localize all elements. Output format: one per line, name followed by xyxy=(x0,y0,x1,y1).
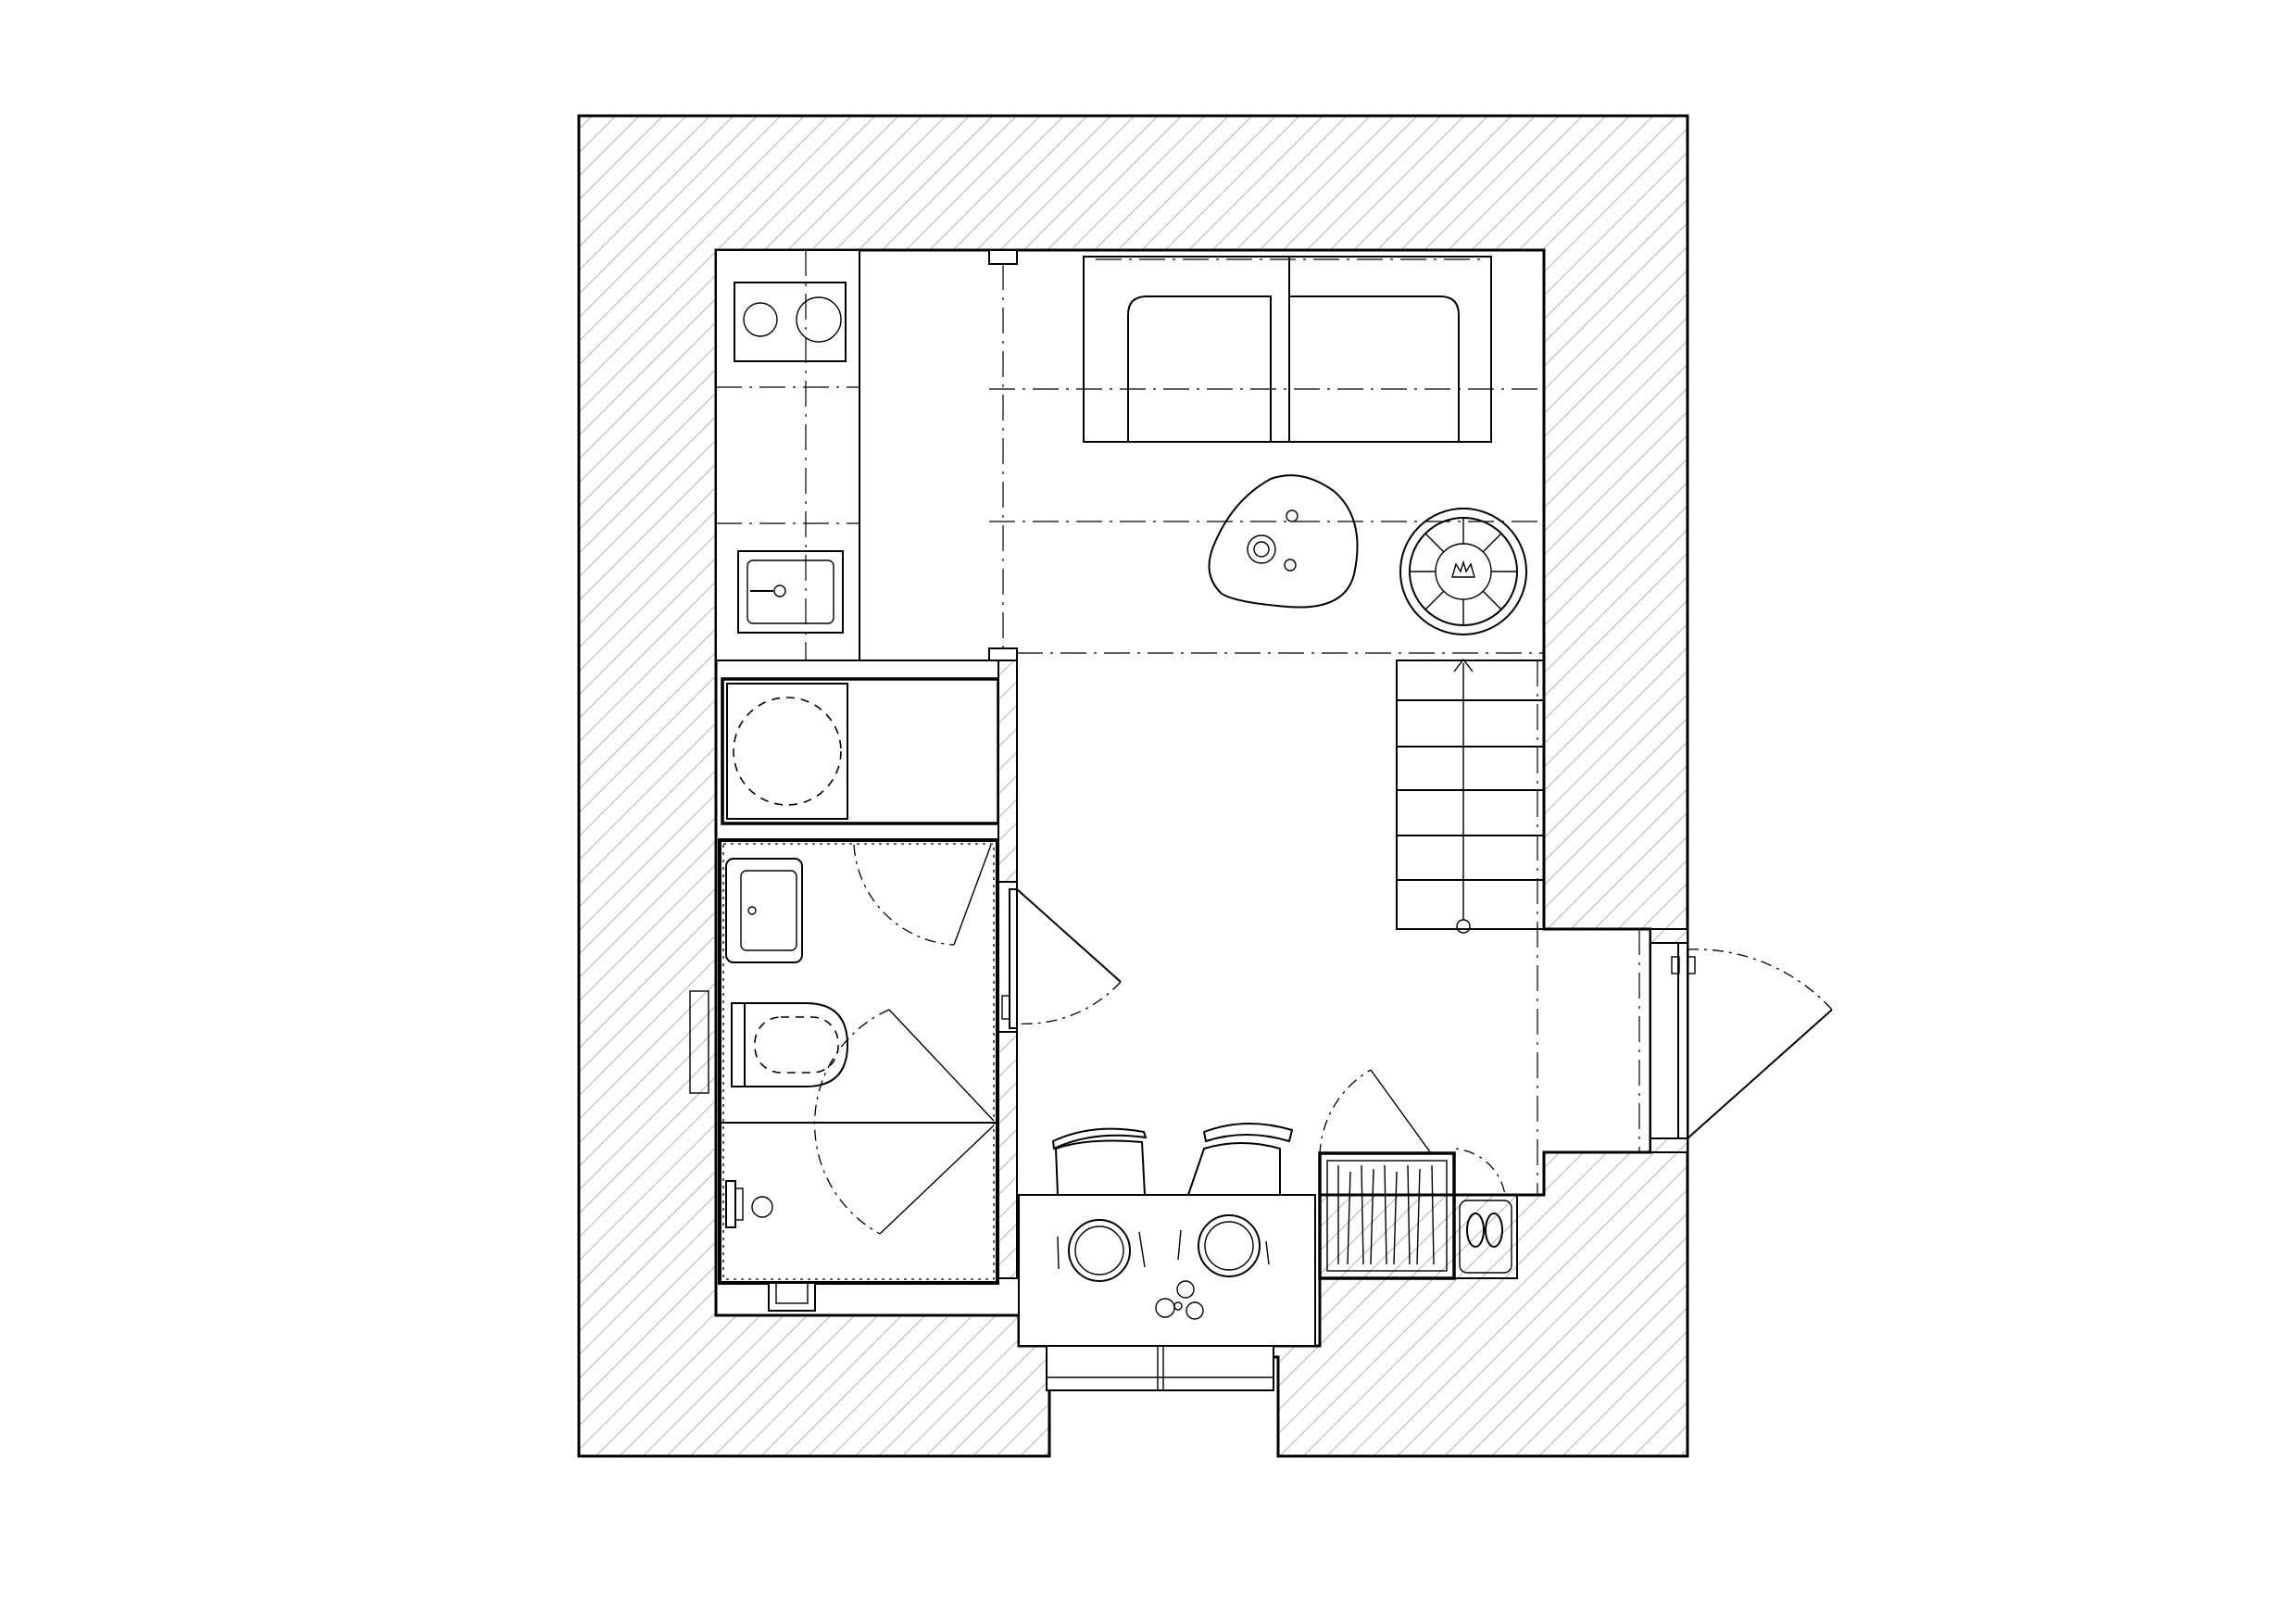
sofa-icon xyxy=(1083,256,1492,443)
shower-icon xyxy=(725,1180,773,1228)
door-swing-icon xyxy=(853,844,955,946)
door-swing-icon xyxy=(1687,949,1833,1011)
kitchen-counter xyxy=(715,249,860,661)
toilet-icon xyxy=(731,1002,849,1087)
plate-icon xyxy=(1198,1214,1261,1277)
armchair-icon xyxy=(1399,508,1527,635)
plate-icon xyxy=(1068,1219,1131,1282)
window-icon xyxy=(1046,1345,1274,1391)
counter-top xyxy=(715,249,860,661)
bathroom-outline xyxy=(718,838,999,1285)
living-area xyxy=(989,256,1544,654)
shoe-icon xyxy=(1466,1213,1485,1248)
stair-icon xyxy=(1396,658,1545,1195)
bathroom xyxy=(689,838,999,1312)
coffee-table-icon xyxy=(1208,474,1359,609)
chair-icon xyxy=(1187,1123,1294,1196)
bathroom-door xyxy=(997,881,1122,1033)
entry-storage xyxy=(1318,1148,1518,1280)
washing-machine-icon xyxy=(726,683,848,820)
door-swing-icon xyxy=(1016,981,1122,1024)
shoe-rack-lines xyxy=(1337,1164,1435,1265)
dining-table-icon xyxy=(1018,1194,1316,1347)
shoe-icon xyxy=(1485,1213,1503,1248)
window-icon xyxy=(689,990,709,1094)
chair-icon xyxy=(1051,1127,1148,1196)
dining-area xyxy=(1018,1069,1432,1391)
cooktop-icon xyxy=(734,282,847,362)
entry-door xyxy=(1638,928,1833,1153)
kitchen-sink-icon xyxy=(737,550,844,634)
bathroom-sink-icon xyxy=(725,858,803,963)
